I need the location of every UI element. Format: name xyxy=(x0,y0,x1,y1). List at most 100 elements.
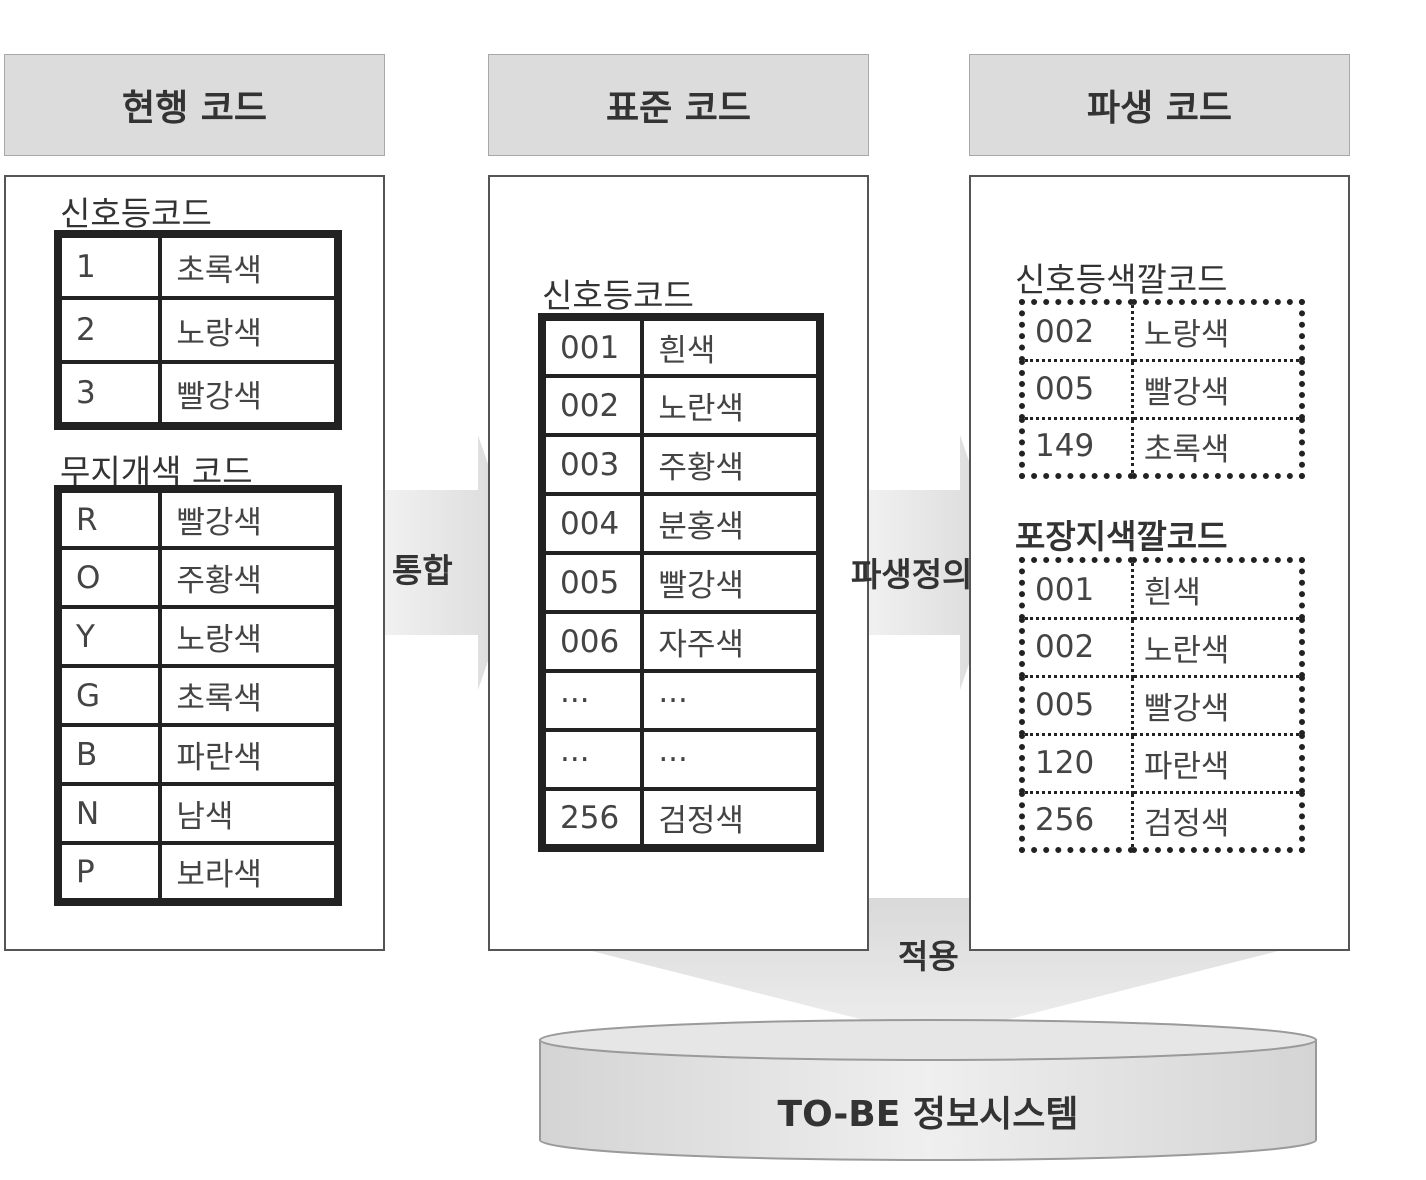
color-name-cell: 빨강색 xyxy=(158,487,340,550)
code-cell: P xyxy=(55,841,163,904)
code-cell: 005 xyxy=(1020,358,1134,420)
table-row: ······ xyxy=(539,669,822,732)
color-name-cell: 노랑색 xyxy=(158,296,340,364)
code-cell: R xyxy=(55,487,163,550)
color-name-cell: 검정색 xyxy=(1130,790,1304,852)
color-name-cell: 보라색 xyxy=(158,841,340,904)
code-cell: 1 xyxy=(55,232,163,300)
code-cell: N xyxy=(55,782,163,845)
header-derived-code: 파생 코드 xyxy=(969,54,1350,156)
color-name-cell: ··· xyxy=(640,728,822,791)
standard-signal-title: 신호등코드 xyxy=(542,276,694,315)
color-name-cell: ··· xyxy=(640,669,822,732)
code-cell: O xyxy=(55,546,163,609)
code-cell: 004 xyxy=(539,492,645,555)
pack-color-code-title: 포장지색깔코드 xyxy=(1015,517,1228,556)
color-name-cell: 빨강색 xyxy=(640,551,822,614)
header-current-code: 현행 코드 xyxy=(4,54,385,156)
code-cell: 005 xyxy=(1020,674,1134,736)
table-row: ······ xyxy=(539,728,822,791)
color-name-cell: 빨강색 xyxy=(1130,674,1304,736)
apply-label: 적용 xyxy=(898,937,959,976)
code-cell: 001 xyxy=(1020,558,1134,620)
color-name-cell: 초록색 xyxy=(1130,416,1304,478)
derive-arrow xyxy=(850,435,1004,690)
color-name-cell: 흰색 xyxy=(640,315,822,378)
color-name-cell: 초록색 xyxy=(158,664,340,727)
color-name-cell: 분홍색 xyxy=(640,492,822,555)
color-name-cell: 파란색 xyxy=(158,723,340,786)
color-name-cell: 파란색 xyxy=(1130,732,1304,794)
derive-label: 파생정의 xyxy=(851,555,973,594)
color-name-cell: 흰색 xyxy=(1130,558,1304,620)
code-cell: 3 xyxy=(55,360,163,428)
color-name-cell: 남색 xyxy=(158,782,340,845)
color-name-cell: 노란색 xyxy=(1130,616,1304,678)
color-name-cell: 검정색 xyxy=(640,787,822,850)
color-name-cell: 노란색 xyxy=(640,374,822,437)
code-cell: 2 xyxy=(55,296,163,364)
code-cell: 005 xyxy=(539,551,645,614)
color-name-cell: 빨강색 xyxy=(1130,358,1304,420)
code-cell: 256 xyxy=(539,787,645,850)
color-name-cell: 노랑색 xyxy=(158,605,340,668)
rainbow-code-title: 무지개색 코드 xyxy=(60,452,253,491)
code-cell: 002 xyxy=(1020,300,1134,362)
code-cell: ··· xyxy=(539,669,645,732)
code-cell: 006 xyxy=(539,610,645,673)
code-cell: 002 xyxy=(1020,616,1134,678)
code-cell: G xyxy=(55,664,163,727)
code-cell: B xyxy=(55,723,163,786)
code-cell: 256 xyxy=(1020,790,1134,852)
color-name-cell: 빨강색 xyxy=(158,360,340,428)
color-name-cell: 초록색 xyxy=(158,232,340,300)
signal-color-code-title: 신호등색깔코드 xyxy=(1015,260,1228,299)
code-cell: 002 xyxy=(539,374,645,437)
color-name-cell: 노랑색 xyxy=(1130,300,1304,362)
color-name-cell: 자주색 xyxy=(640,610,822,673)
integrate-label: 통합 xyxy=(392,551,453,590)
database-cylinder xyxy=(539,1019,1317,1161)
code-cell: Y xyxy=(55,605,163,668)
code-cell: 149 xyxy=(1020,416,1134,478)
color-name-cell: 주황색 xyxy=(640,433,822,496)
header-standard-code: 표준 코드 xyxy=(488,54,869,156)
integrate-arrow xyxy=(370,435,522,690)
code-cell: ··· xyxy=(539,728,645,791)
signal-code-title: 신호등코드 xyxy=(60,194,212,233)
code-cell: 003 xyxy=(539,433,645,496)
tobe-system-label: TO-BE 정보시스템 xyxy=(777,1094,1079,1135)
code-cell: 001 xyxy=(539,315,645,378)
